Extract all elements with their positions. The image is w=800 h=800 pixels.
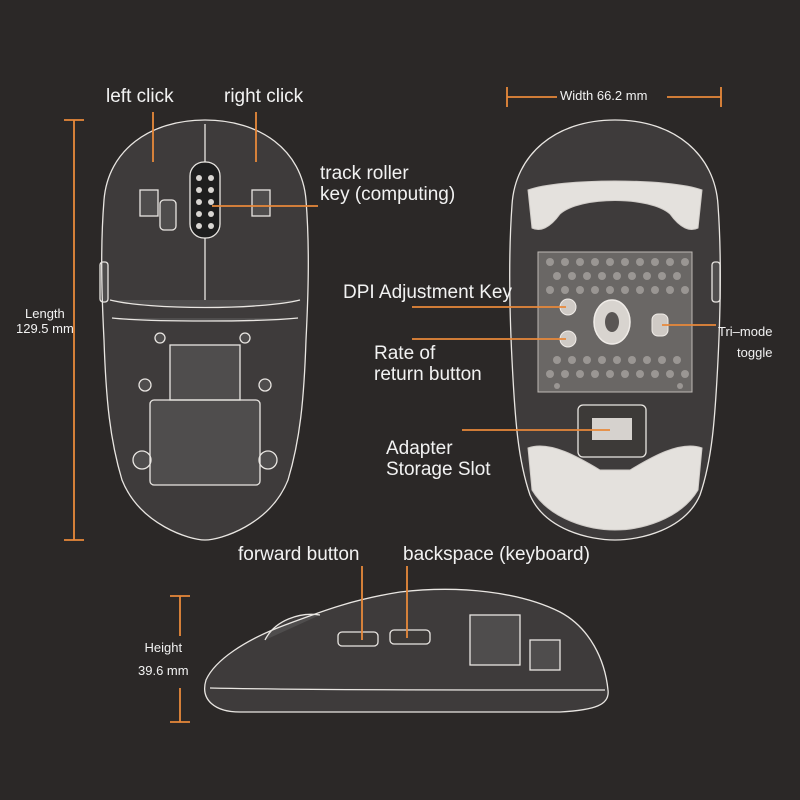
tri-mode-label: Tri–mode toggle	[718, 324, 773, 360]
dpi-key-label: DPI Adjustment Key	[343, 282, 512, 303]
backspace-label: backspace (keyboard)	[403, 544, 590, 565]
mouse-side-view	[204, 588, 609, 713]
dimension-lines	[64, 87, 722, 723]
adapter-line1: Adapter	[386, 438, 453, 459]
length-line2: 129.5 mm	[16, 320, 74, 336]
rate-line1: Rate of	[374, 343, 436, 364]
length-label: Length 129.5 mm	[16, 306, 74, 336]
track-roller-line2: key (computing)	[320, 184, 456, 206]
adapter-line2: Storage Slot	[386, 459, 491, 481]
callout-lines	[152, 112, 716, 640]
width-label: Width 66.2 mm	[560, 88, 648, 103]
scroll-wheel	[189, 161, 221, 239]
left-click-label: left click	[106, 86, 174, 107]
back-side-button	[389, 629, 431, 645]
forward-side-button	[337, 631, 379, 647]
length-line1: Length	[25, 306, 65, 321]
rate-line2: return button	[374, 364, 482, 386]
tri-line2: toggle	[737, 344, 773, 360]
height-label: Height 39.6 mm	[138, 640, 189, 678]
mouse-top-view	[99, 119, 309, 541]
height-line1: Height	[144, 640, 183, 655]
right-click-label: right click	[224, 86, 304, 107]
forward-button-label: forward button	[238, 544, 360, 565]
height-line2: 39.6 mm	[138, 662, 189, 678]
rate-label: Rate of return button	[374, 343, 482, 386]
top-glide-pad	[527, 180, 703, 230]
track-roller-label: track roller key (computing)	[320, 163, 455, 206]
bottom-glide-pad	[527, 445, 703, 531]
track-roller-line1: track roller	[320, 163, 409, 184]
adapter-label: Adapter Storage Slot	[386, 438, 491, 481]
mouse-bottom-view	[509, 119, 721, 541]
tri-line1: Tri–mode	[718, 324, 773, 339]
